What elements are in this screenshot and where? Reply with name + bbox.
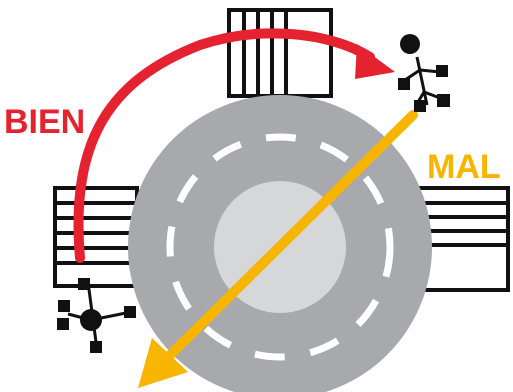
pedestrian-icon (57, 278, 136, 353)
correct-route-arrowhead (355, 44, 395, 79)
zebra-crossing-left (55, 188, 137, 286)
pedestrian-icon (398, 34, 450, 112)
zebra-crossing-top (229, 10, 331, 96)
good-route-label: BIEN (4, 103, 85, 141)
bad-route-label: MAL (427, 148, 501, 186)
